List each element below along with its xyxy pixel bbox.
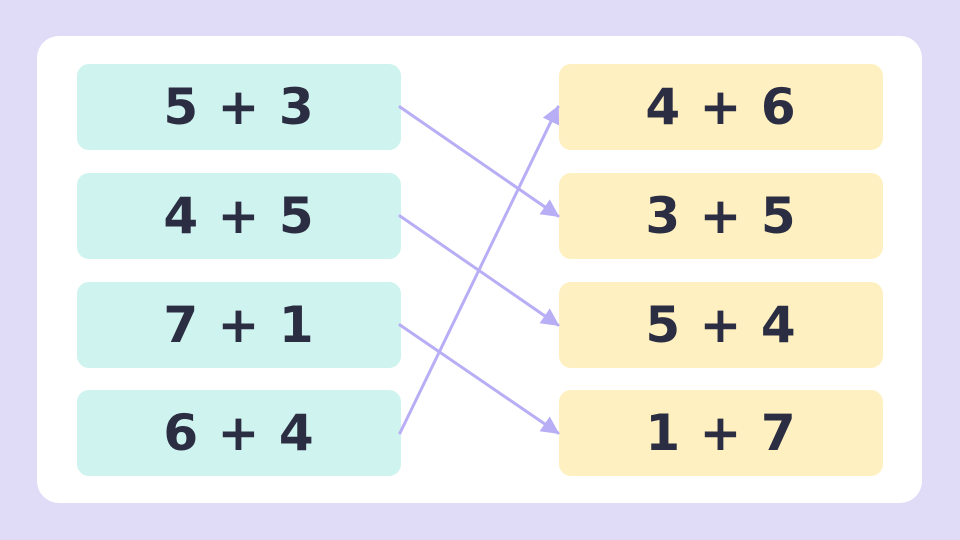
left-expression-2[interactable]: 4 + 5 [77, 173, 401, 259]
left-expression-4[interactable]: 6 + 4 [77, 390, 401, 476]
left-expression-3[interactable]: 7 + 1 [77, 282, 401, 368]
match-arrow-3 [398, 323, 560, 435]
right-expression-2[interactable]: 3 + 5 [559, 173, 883, 259]
right-expression-3[interactable]: 5 + 4 [559, 282, 883, 368]
match-arrow-4 [398, 105, 560, 435]
right-expression-4[interactable]: 1 + 7 [559, 390, 883, 476]
match-arrow-1 [398, 105, 560, 218]
left-expression-1[interactable]: 5 + 3 [77, 64, 401, 150]
right-expression-1[interactable]: 4 + 6 [559, 64, 883, 150]
